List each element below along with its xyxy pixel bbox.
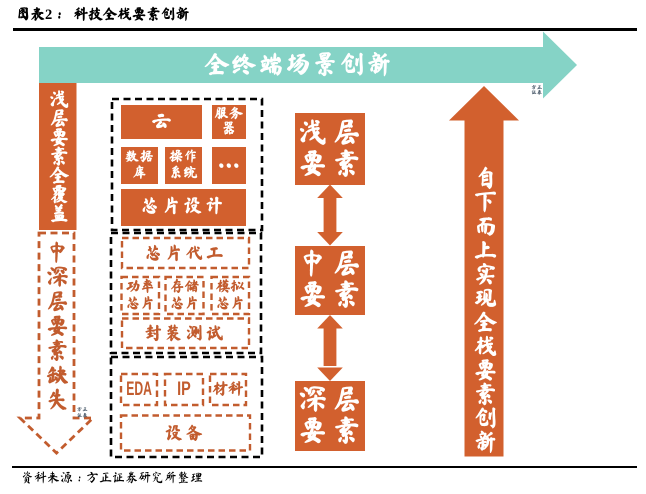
shallow-middle-link-arrow [317,184,343,246]
foundry-box-label: 芯片代工 [144,242,227,263]
analog-chip-box-label: 模拟 芯片 [215,279,245,312]
shallow-group-border [110,97,264,232]
link-arrow-up-head [317,315,343,329]
memory-chip-box-border [164,275,205,316]
deep-layer-box: 深层 要素 [295,381,365,451]
middle-deep-link-arrow [317,315,343,381]
deep-layer-box-label: 深层 要素 [298,385,367,447]
link-arrow-shaft [323,327,337,366]
middle-group-border [109,231,263,355]
bottom-up-arrow-head [449,86,519,121]
shallow-coverage-bar-shape [39,83,77,230]
ip-box-label-text: IP [177,378,191,400]
power-chip-box-border [120,275,161,316]
watermark-left: 方正 证券 [77,408,89,419]
shallow-coverage-bar-label: 浅层要素全覆盖 [47,90,69,223]
server-box: 服务 器 [212,105,246,139]
database-box: 数据 库 [121,147,158,184]
link-arrow-shaft [323,196,337,234]
foundry-box-border [120,236,251,270]
link-arrow-down-head [317,367,343,381]
middle-layer-box: 中层 要素 [295,245,367,315]
figure-label: 图表2： [16,7,67,23]
cloud-box: 云 [121,105,202,139]
bottom-up-arrow-shape [449,86,519,457]
link-arrow-up-head [317,184,343,198]
eda-box-border [119,372,159,407]
ip-box-border [163,372,205,407]
footer-rule [12,465,637,468]
memory-chip-box-label: 存储 芯片 [170,279,199,312]
deep-group-border [109,355,264,459]
missing-elements-arrow-label: 中深层要素缺失 [44,241,70,413]
bottom-up-arrow-label: 自下而上实现全栈要素创新 [472,166,497,454]
power-chip-box-label: 功率 芯片 [125,279,155,312]
scenario-arrow-shape [39,31,577,99]
chip-design-box: 芯片设计 [121,188,246,226]
eda-box-label-text: EDA [126,378,152,400]
eda-box-label: EDA [121,374,157,405]
equipment-box-border [119,414,252,452]
ip-box-label: IP [165,374,203,405]
os-box: 操作 系统 [165,147,202,184]
packaging-box-border [120,317,251,350]
shallow-layer-box: 浅层 要素 [295,113,365,185]
link-arrow-down-head [317,232,343,246]
materials-box-label: 材料 [212,381,244,398]
figure-title: 科技全栈要素创新 [73,7,190,23]
equipment-box-label: 设备 [165,422,206,443]
dots-box: ··· [212,147,246,184]
source-note: 资料来源：方正证券研究所整理 [21,470,204,485]
packaging-box-label: 封装测试 [144,322,227,343]
scenario-arrow-head [543,31,577,99]
middle-layer-box-label: 中层 要素 [298,249,367,312]
shallow-layer-box-label: 浅层 要素 [298,117,367,180]
scenario-arrow-body [39,47,543,83]
watermark-right: 方正 证券 [531,85,543,97]
scenario-arrow-label: 全终端场景创新 [204,52,394,79]
analog-chip-box-border [210,275,251,316]
bottom-up-arrow-body [464,119,504,457]
materials-box-border [208,372,248,407]
header-rule [13,28,637,31]
figure-header: 图表2： 科技全栈要素创新 [16,6,190,24]
